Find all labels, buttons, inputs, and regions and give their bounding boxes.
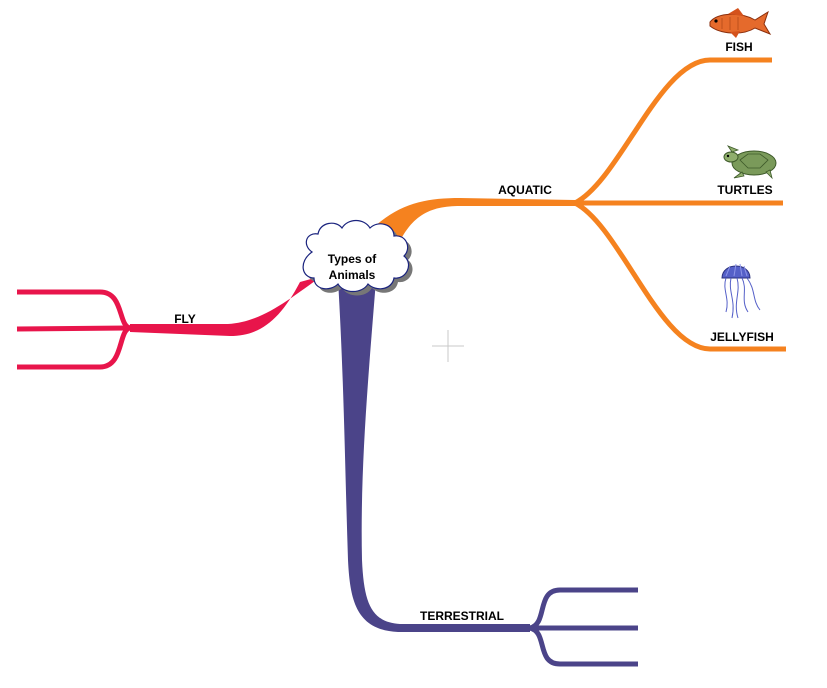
branch-terrestrial-trunk xyxy=(338,280,530,632)
branch-terrestrial[interactable] xyxy=(338,280,638,667)
branch-aquatic-sub-fish xyxy=(573,57,772,206)
branch-fly-sub-bottom xyxy=(17,325,132,370)
branch-fly-sub-middle xyxy=(16,325,131,332)
turtle-icon xyxy=(723,145,777,180)
branch-aquatic-trunk xyxy=(356,198,575,252)
central-topic-cloud xyxy=(302,219,409,293)
jellyfish-icon xyxy=(721,263,761,319)
branch-fly-sub-top xyxy=(17,289,132,331)
branch-terrestrial-sub-top xyxy=(528,587,638,631)
branch-aquatic[interactable] xyxy=(356,57,786,352)
branch-aquatic-sub-jellyfish xyxy=(573,200,786,352)
label-jellyfish[interactable]: JELLYFISH xyxy=(710,330,774,344)
label-turtles[interactable]: TURTLES xyxy=(717,183,772,197)
cursor-crosshair xyxy=(432,330,464,362)
branch-fly[interactable] xyxy=(16,276,322,370)
branch-terrestrial-sub-bottom xyxy=(529,625,638,667)
branch-fly-trunk xyxy=(130,276,322,336)
central-topic-line-1: Types of xyxy=(328,252,377,266)
label-fly[interactable]: FLY xyxy=(174,312,196,326)
fish-icon xyxy=(709,8,772,38)
label-fish[interactable]: FISH xyxy=(725,40,752,54)
central-topic-line-2: Animals xyxy=(329,268,376,282)
central-topic[interactable]: Types of Animals xyxy=(302,219,413,296)
label-aquatic[interactable]: AQUATIC xyxy=(498,183,552,197)
label-terrestrial[interactable]: TERRESTRIAL xyxy=(420,609,504,623)
